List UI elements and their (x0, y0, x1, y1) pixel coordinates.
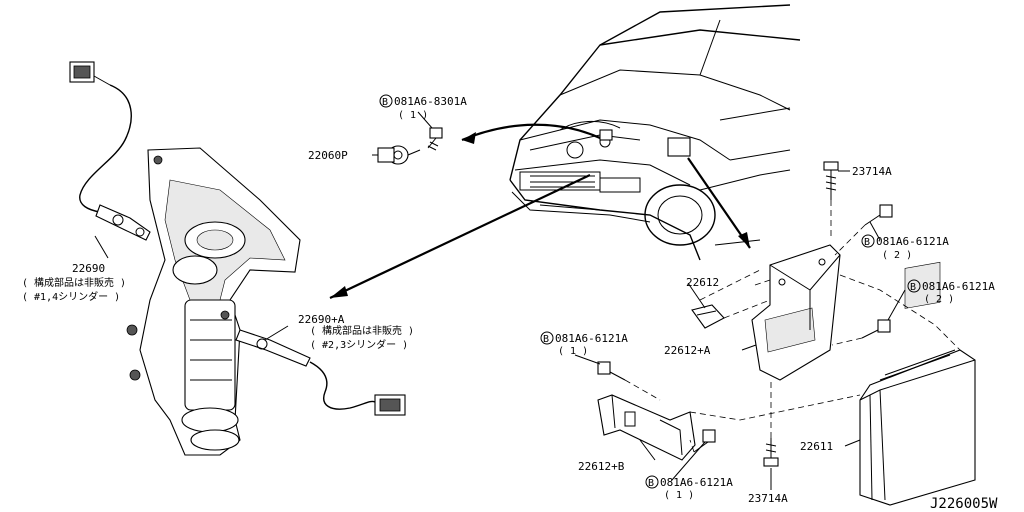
ecm-unit (859, 261, 976, 506)
bolt-right-1 (864, 204, 893, 226)
label-bolt-right-2-qty: ( 2 ) (924, 294, 954, 305)
bolt-symbol-bottom-mid: B (648, 478, 654, 489)
label-bracket-a: 22612+A (664, 344, 711, 357)
bolt-left (597, 361, 626, 381)
diagram-reference-code: J226005W (930, 496, 998, 512)
o2-sensor-front (69, 61, 151, 241)
bracket-22612-small (691, 304, 725, 329)
label-bolt-bottom-mid: 081A6-6121A (660, 476, 733, 489)
label-ecm: 22611 (800, 440, 833, 453)
bolt-symbol-left: B (543, 334, 549, 345)
bolt-right-2 (861, 319, 891, 339)
label-o2-front-note1: ( 構成部品は非販売 ) (22, 276, 126, 289)
leader-lines (94, 111, 906, 490)
label-bracket-small: 22612 (686, 276, 719, 289)
bracket-22612-a (751, 244, 841, 381)
bolt-23714a-top (823, 161, 839, 200)
knock-sensor-bolt (427, 127, 443, 151)
knock-sensor (377, 145, 421, 165)
label-bolt-top: 23714A (852, 165, 892, 178)
label-bolt-bottom-mid-qty: ( 1 ) (664, 490, 694, 501)
label-bolt-right-1: 081A6-6121A (876, 235, 949, 248)
label-bracket-b: 22612+B (578, 460, 625, 473)
label-bolt-left: 081A6-6121A (555, 332, 628, 345)
bolt-symbol-right-2: B (910, 282, 916, 293)
bolt-bottom-mid (693, 429, 716, 453)
exhaust-manifold (126, 147, 301, 456)
bracket-22612-b (597, 394, 696, 461)
label-knock-bolt: 081A6-8301A (394, 95, 467, 108)
location-arrows (329, 123, 751, 299)
label-o2-front: 22690 (72, 262, 105, 275)
vehicle-illustration (509, 4, 801, 261)
label-knock-bolt-qty: ( 1 ) (398, 110, 428, 121)
bolt-23714a-bottom (763, 438, 779, 467)
bolt-symbols: B B B B B (379, 94, 921, 489)
label-bolt-right-2: 081A6-6121A (922, 280, 995, 293)
label-o2-rear-note1: ( 構成部品は非販売 ) (310, 324, 414, 337)
label-o2-rear: 22690+A (298, 313, 345, 326)
label-o2-rear-note2: ( #2,3シリンダー ) (310, 338, 408, 351)
bolt-symbol-right-1: B (864, 237, 870, 248)
label-bolt-left-qty: ( 1 ) (558, 346, 588, 357)
label-knock-sensor: 22060P (308, 149, 348, 162)
label-o2-front-note2: ( #1,4シリンダー ) (22, 290, 120, 303)
o2-sensor-rear (235, 329, 406, 416)
label-bolt-right-1-qty: ( 2 ) (882, 250, 912, 261)
label-bolt-bottom: 23714A (748, 492, 788, 505)
bolt-symbol-knock: B (382, 97, 388, 108)
assembly-lines (624, 200, 961, 453)
